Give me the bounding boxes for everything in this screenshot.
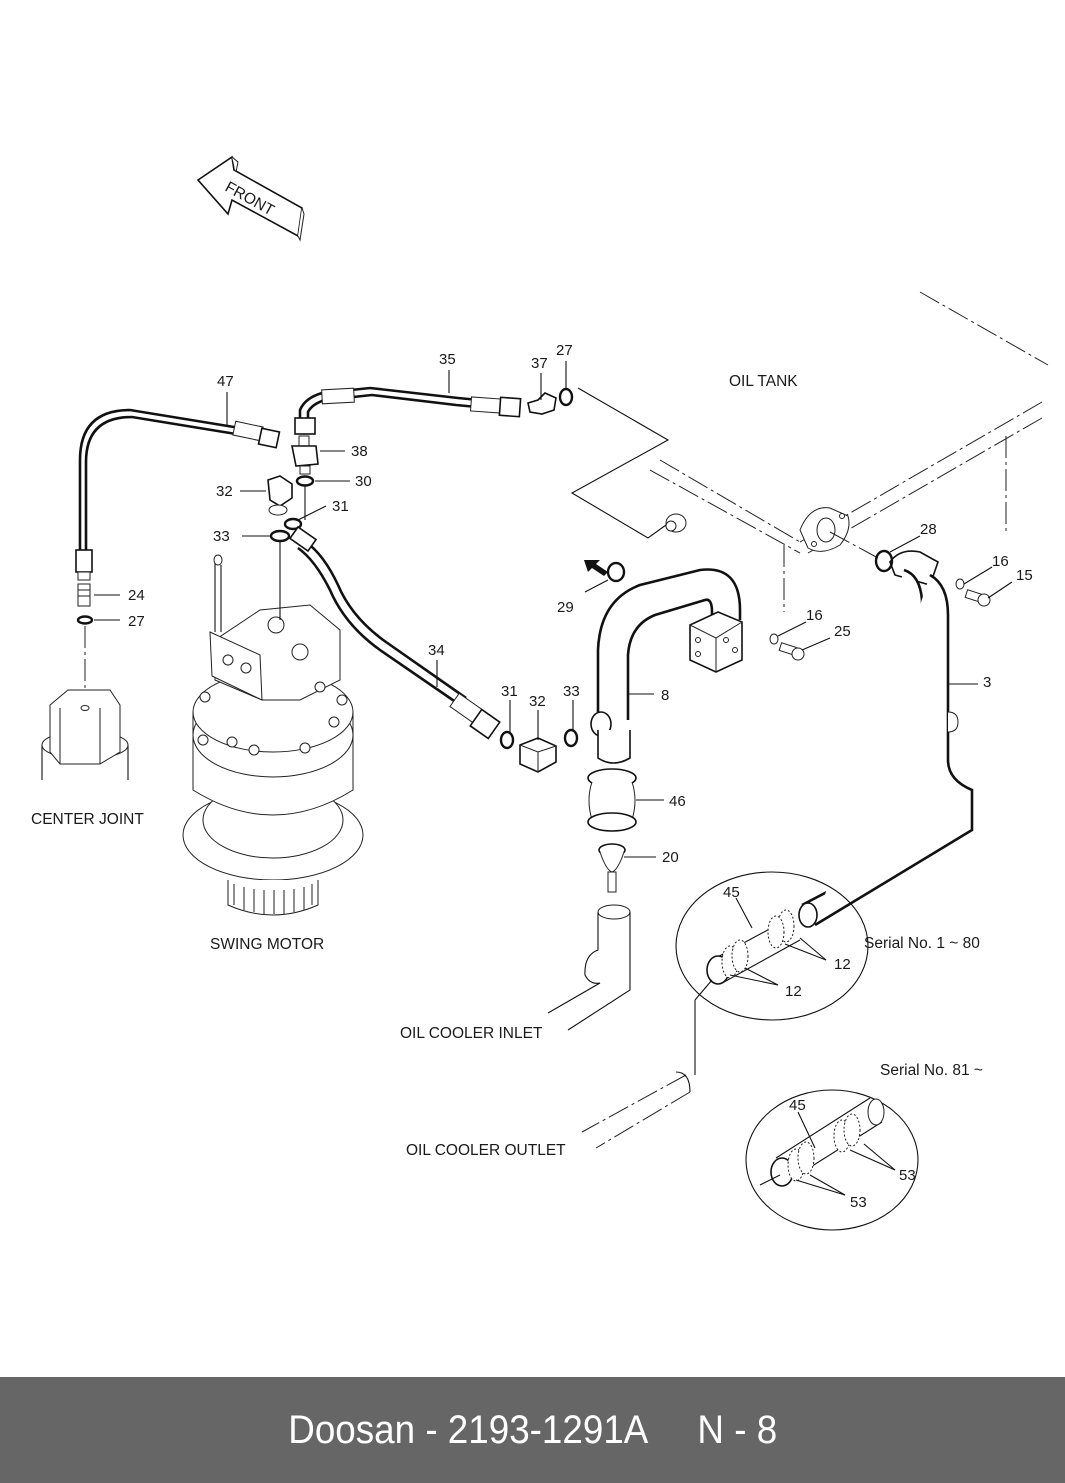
part-number-34: 34 bbox=[428, 642, 445, 659]
part-number-3: 3 bbox=[983, 674, 991, 691]
part-number-53-detail2-b: 53 bbox=[850, 1194, 867, 1211]
part-number-27-lower: 27 bbox=[128, 613, 145, 630]
o-ring-27-lower bbox=[76, 615, 94, 625]
grommet-46 bbox=[587, 768, 637, 832]
o-ring-29 bbox=[606, 561, 626, 583]
parts-diagram: FRONT bbox=[31, 155, 1049, 1231]
tank-flange bbox=[799, 507, 850, 552]
part-number-37: 37 bbox=[531, 355, 548, 372]
oil-cooler-inlet-pipe bbox=[547, 904, 631, 1031]
bolt-25 bbox=[778, 642, 805, 661]
part-number-15: 15 bbox=[1016, 567, 1033, 584]
front-arrow-icon: FRONT bbox=[196, 155, 305, 242]
part-number-35: 35 bbox=[439, 351, 456, 368]
o-ring-31-lower bbox=[499, 730, 515, 750]
footer-part-number: Doosan - 2193-1291A N - 8 bbox=[288, 1407, 777, 1452]
part-number-32-lower: 32 bbox=[529, 693, 546, 710]
part-number-27-upper: 27 bbox=[556, 342, 573, 359]
part-number-16-right: 16 bbox=[992, 553, 1009, 570]
hose-34 bbox=[288, 525, 501, 740]
detail-view-serial-81 bbox=[745, 1089, 919, 1231]
part-number-47: 47 bbox=[217, 373, 234, 390]
footer-bar: Doosan - 2193-1291A N - 8 bbox=[0, 1377, 1065, 1483]
washer-16-left bbox=[769, 633, 779, 645]
part-number-31-upper: 31 bbox=[332, 498, 349, 515]
part-number-33-lower: 33 bbox=[563, 683, 580, 700]
plug-20 bbox=[598, 843, 626, 893]
part-number-31-lower: 31 bbox=[501, 683, 518, 700]
tank-bushing bbox=[665, 513, 687, 533]
part-number-45-detail1: 45 bbox=[723, 884, 740, 901]
part-number-33-upper: 33 bbox=[213, 528, 230, 545]
o-ring-33-upper bbox=[269, 529, 291, 543]
arrow-icon bbox=[584, 560, 608, 576]
center-joint-label: CENTER JOINT bbox=[31, 811, 144, 828]
o-ring-33-lower bbox=[563, 728, 579, 748]
elbow-32-upper bbox=[267, 475, 293, 516]
part-number-25: 25 bbox=[834, 623, 851, 640]
pipe-3 bbox=[798, 550, 974, 928]
serial-range-1-caption: Serial No. 1 ~ 80 bbox=[864, 935, 980, 952]
bolt-15 bbox=[964, 589, 991, 607]
oil-tank-label: OIL TANK bbox=[729, 373, 798, 390]
part-number-12-detail1-b: 12 bbox=[785, 983, 802, 1000]
part-number-24: 24 bbox=[128, 587, 145, 604]
o-ring-27-upper bbox=[558, 387, 574, 407]
part-number-32-upper: 32 bbox=[216, 483, 233, 500]
washer-16-right bbox=[955, 578, 965, 590]
part-number-16-left: 16 bbox=[806, 607, 823, 624]
detail-view-serial-1-80 bbox=[675, 871, 869, 1075]
hose-47 bbox=[75, 408, 281, 581]
oil-tank-outline bbox=[570, 291, 1049, 612]
part-number-38: 38 bbox=[351, 443, 368, 460]
part-number-30: 30 bbox=[355, 473, 372, 490]
fitting-24 bbox=[77, 583, 91, 607]
leader-lines bbox=[94, 361, 1013, 1196]
o-ring-31-upper bbox=[283, 517, 303, 531]
swing-motor bbox=[182, 554, 364, 916]
oil-cooler-outlet-pipe bbox=[581, 1071, 691, 1149]
part-number-8: 8 bbox=[661, 687, 669, 704]
elbow-37 bbox=[527, 392, 557, 415]
elbow-32-lower bbox=[519, 737, 557, 773]
oil-cooler-outlet-label: OIL COOLER OUTLET bbox=[406, 1142, 566, 1159]
part-number-12-detail1-a: 12 bbox=[834, 956, 851, 973]
part-number-53-detail2-a: 53 bbox=[899, 1167, 916, 1184]
part-number-45-detail2: 45 bbox=[789, 1097, 806, 1114]
tee-fitting-38 bbox=[291, 435, 319, 475]
swing-motor-label: SWING MOTOR bbox=[210, 936, 324, 953]
part-number-29: 29 bbox=[557, 599, 574, 616]
hose-35 bbox=[294, 386, 522, 435]
part-number-28: 28 bbox=[920, 521, 937, 538]
oil-cooler-inlet-label: OIL COOLER INLET bbox=[400, 1025, 543, 1042]
part-number-20: 20 bbox=[662, 849, 679, 866]
serial-range-2-caption: Serial No. 81 ~ bbox=[880, 1062, 983, 1079]
o-ring-30 bbox=[295, 475, 315, 487]
part-number-46: 46 bbox=[669, 793, 686, 810]
center-joint bbox=[41, 689, 129, 780]
pipe-8 bbox=[590, 568, 743, 764]
o-ring-28 bbox=[874, 549, 894, 573]
